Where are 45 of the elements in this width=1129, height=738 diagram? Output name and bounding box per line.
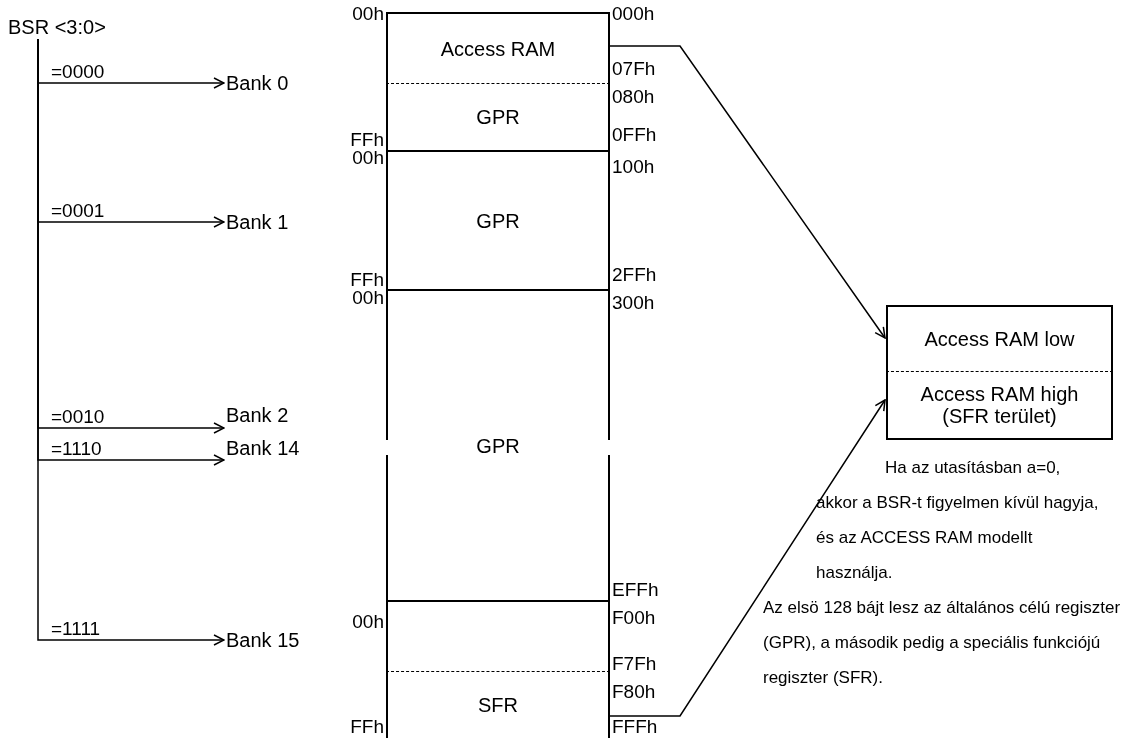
arrow	[37, 38, 225, 646]
address-label: EFFh	[612, 580, 659, 600]
bank-label: Bank 1	[226, 211, 289, 233]
region-label: Access RAM low	[924, 328, 1075, 350]
address-label: F7Fh	[612, 654, 657, 674]
memory-region	[386, 672, 610, 738]
region-label: GPR	[476, 106, 520, 128]
note-text: Az elsö 128 bájt lesz az általános célú regiszter (GPR), a második pedig a speciális funkciójú regiszter (SFR).	[763, 597, 1122, 689]
arrow	[609, 45, 886, 339]
address-label: 00h	[352, 288, 384, 308]
bank-label: Bank 14	[226, 437, 300, 459]
region-label: Access RAM	[440, 37, 556, 60]
address-label: FFh	[350, 270, 384, 290]
memory-region	[386, 12, 610, 84]
address-label: 000h	[612, 4, 655, 24]
region-label: GPR	[476, 209, 520, 232]
address-label: 0FFh	[612, 125, 657, 145]
address-label: 00h	[352, 612, 384, 632]
address-label: 07Fh	[612, 59, 656, 79]
address-label: 100h	[612, 157, 655, 177]
address-label: 2FFh	[612, 265, 657, 285]
access-ram-box	[886, 305, 1113, 372]
access-ram-box	[886, 372, 1113, 440]
address-label: F00h	[612, 608, 656, 628]
address-label: FFh	[350, 717, 384, 737]
bank-label: Bank 0	[226, 72, 289, 94]
bank-label: Bank 15	[226, 629, 300, 651]
memory-region	[386, 84, 610, 152]
memory-region	[386, 602, 610, 672]
bank-label: Bank 2	[226, 404, 289, 426]
note-text: Ha az utasításban a=0, akkor a BSR-t figyelmen kívül hagyja, és az ACCESS RAM modellt használja.	[816, 457, 1100, 584]
address-label: FFFh	[612, 717, 658, 737]
address-label: FFh	[350, 130, 384, 150]
register-label: BSR <3:0>	[8, 16, 106, 38]
address-label: 080h	[612, 87, 655, 107]
memory-region	[386, 291, 610, 602]
region-label: GPR	[476, 434, 520, 457]
arrow	[609, 399, 886, 717]
address-label: 300h	[612, 293, 655, 313]
address-label: 00h	[352, 148, 384, 168]
memory-region	[386, 152, 610, 291]
address-label: 00h	[352, 4, 384, 24]
region-label: Access RAM high (SFR terület)	[919, 383, 1080, 427]
region-label: SFR	[478, 694, 518, 716]
address-label: F80h	[612, 682, 656, 702]
